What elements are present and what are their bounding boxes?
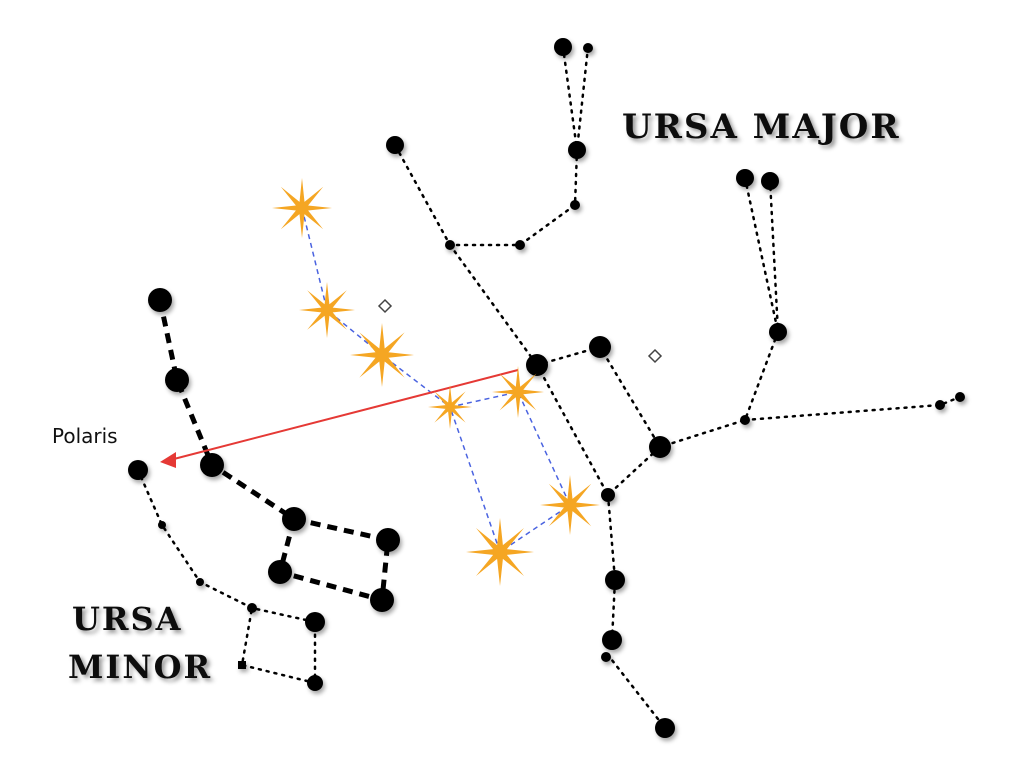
star-dot (583, 43, 593, 53)
star-dot (247, 603, 257, 613)
star-dot (554, 38, 572, 56)
polaris-star-dot (128, 460, 148, 480)
star-dot (165, 368, 189, 392)
ursa-major-stars (386, 38, 965, 738)
highlighted-star-icon (466, 518, 534, 586)
star-dot (305, 612, 325, 632)
highlighted-stars (272, 178, 600, 586)
star-dot (370, 588, 394, 612)
ursa-major-lines (393, 45, 962, 730)
star-dot (386, 136, 404, 154)
highlighted-star-icon (540, 475, 600, 535)
star-dot (158, 521, 166, 529)
highlighted-star-icon (272, 178, 332, 238)
star-dot (568, 141, 586, 159)
highlighted-star-icon (350, 323, 414, 387)
pointer-arrow (160, 369, 519, 468)
star-dot (268, 560, 292, 584)
star-dot (955, 392, 965, 402)
ursa-major-label: URSA MAJOR (622, 107, 901, 147)
star-dot (200, 453, 224, 477)
star-dot (601, 652, 611, 662)
faint-objects (377, 298, 663, 364)
highlighted-star-icon (492, 366, 544, 418)
star-dot (570, 200, 580, 210)
diamond-marker-icon (377, 298, 393, 314)
star-dot (196, 578, 204, 586)
star-dot (769, 323, 787, 341)
ursa-minor-lines (157, 299, 391, 604)
star-dot (649, 436, 671, 458)
star-dot (307, 675, 323, 691)
star-dot (148, 288, 172, 312)
ursa-minor-stars (128, 288, 400, 691)
big-dipper-highlight-line (301, 207, 571, 554)
star-dot (601, 488, 615, 502)
ursa-minor-label-line1: URSA (72, 600, 182, 638)
star-dot (935, 400, 945, 410)
star-dot (761, 172, 779, 190)
highlighted-star-icon (299, 282, 355, 338)
star-dot (515, 240, 525, 250)
star-dot (655, 718, 675, 738)
star-dot (282, 507, 306, 531)
star-dot (736, 169, 754, 187)
polaris-label: Polaris (52, 424, 118, 448)
star-dot (605, 570, 625, 590)
star-dot (376, 528, 400, 552)
star-dot (526, 354, 548, 376)
star-dot (589, 336, 611, 358)
diamond-marker-icon (647, 348, 663, 364)
star-dot (238, 661, 246, 669)
ursa-minor-small-lines (136, 468, 317, 685)
star-dot (740, 415, 750, 425)
highlighted-star-icon (428, 385, 472, 429)
star-dot (602, 630, 622, 650)
star-dot (445, 240, 455, 250)
ursa-minor-label-line2: MINOR (68, 648, 212, 686)
